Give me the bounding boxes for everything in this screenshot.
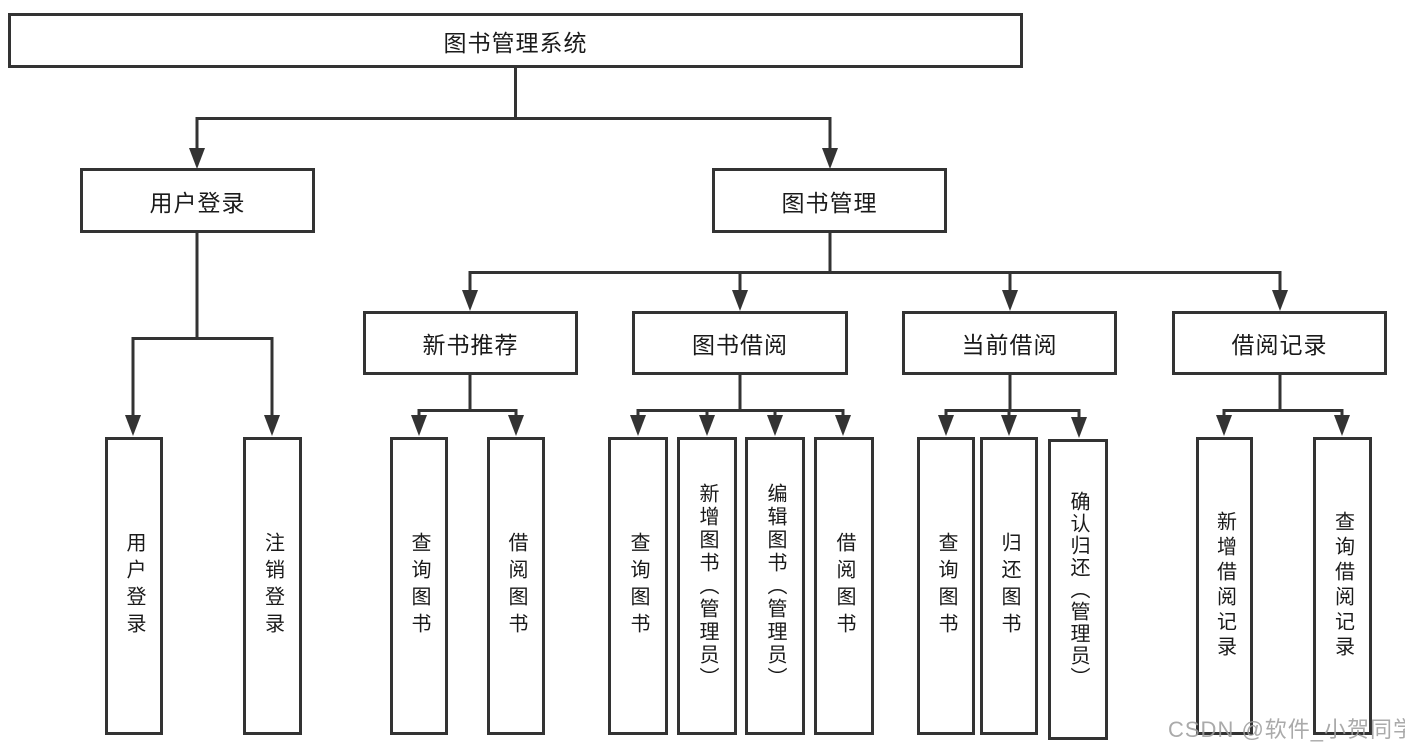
node-label: 用户登录 [149,189,246,216]
node-label: 注销登录 [261,532,284,640]
node-label: 归还图书 [998,532,1020,640]
node-label: 新增图书（管理员） [696,482,718,690]
node-system-root: 图书管理系统 [8,13,1023,68]
leaf-user-login: 用户登录 [105,437,163,735]
node-new-book-recommend: 新书推荐 [363,311,578,375]
leaf-return-books: 归还图书 [980,437,1038,735]
node-label: 确认归还（管理员） [1067,490,1089,689]
node-label: 图书管理 [781,189,878,216]
node-borrow-records: 借阅记录 [1172,311,1387,375]
leaf-query-borrow-record: 查询借阅记录 [1313,437,1372,735]
node-label: 查询图书 [408,532,430,640]
node-book-borrow: 图书借阅 [632,311,848,375]
node-label: 用户登录 [123,532,145,640]
leaf-borrow-books: 借阅图书 [814,437,874,735]
leaf-add-borrow-record: 新增借阅记录 [1196,437,1253,735]
node-label: 图书管理系统 [443,29,588,56]
csdn-watermark: CSDN @软件_小贺同学 [1168,717,1405,742]
node-user-login: 用户登录 [80,168,315,233]
leaf-query-books-current: 查询图书 [917,437,975,735]
leaf-logout: 注销登录 [243,437,302,735]
leaf-borrow-books-recommend: 借阅图书 [487,437,545,735]
leaf-query-books-recommend: 查询图书 [390,437,448,735]
node-label: 借阅记录 [1231,332,1328,358]
node-label: 查询图书 [627,532,649,640]
leaf-query-books: 查询图书 [608,437,668,735]
node-label: 查询借阅记录 [1331,511,1354,661]
leaf-edit-books-admin: 编辑图书（管理员） [745,437,805,735]
node-current-borrow: 当前借阅 [902,311,1117,375]
node-label: 当前借阅 [961,332,1058,358]
node-book-management: 图书管理 [712,168,947,233]
node-label: 新书推荐 [422,332,519,358]
leaf-confirm-return-admin: 确认归还（管理员） [1048,439,1108,740]
node-label: 编辑图书（管理员） [764,482,786,690]
arrowheads [125,148,1350,438]
node-label: 借阅图书 [833,532,855,640]
node-label: 图书借阅 [692,332,788,358]
leaf-add-books-admin: 新增图书（管理员） [677,437,737,735]
node-label: 新增借阅记录 [1213,511,1236,661]
node-label: 查询图书 [935,532,957,640]
node-label: 借阅图书 [505,532,527,640]
